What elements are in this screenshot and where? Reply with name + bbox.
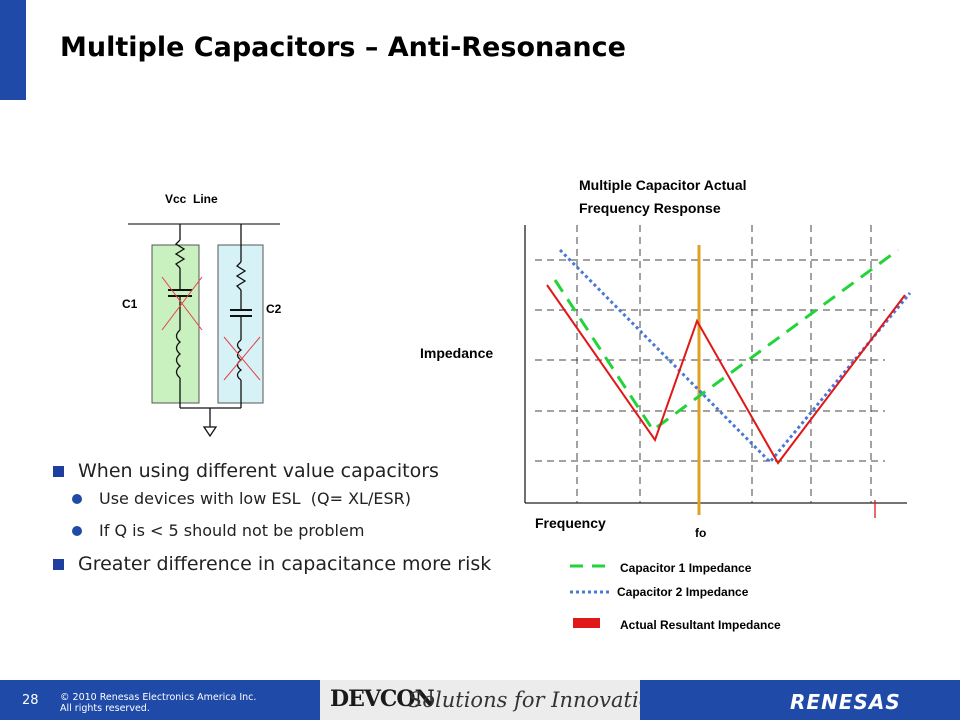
y-axis-label: Impedance (420, 345, 493, 361)
x-axis-label: Frequency (535, 515, 606, 531)
c2-label: C2 (266, 302, 282, 316)
legend-capacitor-2-label: Capacitor 2 Impedance (617, 585, 749, 599)
fo-marker-label: fo (695, 526, 706, 540)
square-bullet-icon (53, 466, 64, 477)
ground-connection (180, 407, 241, 438)
footer-brand-panel: DEVCON Solutions for Innovation (320, 680, 665, 720)
round-bullet-icon (72, 526, 82, 536)
renesas-logo: RENESAS (790, 690, 901, 714)
c1-box (151, 244, 200, 404)
bullet-level2: Use devices with low ESL (Q= XL/ESR) (50, 489, 550, 509)
bullet-level1: Greater difference in capacitance more r… (50, 553, 528, 576)
graph-title-line1: Multiple Capacitor Actual (579, 177, 747, 193)
rights-line: All rights reserved. (60, 703, 150, 714)
devcon-logo: DEVCON (330, 686, 435, 712)
graph-grid (535, 225, 885, 503)
frequency-response-graph: Multiple Capacitor Actual Frequency Resp… (420, 177, 912, 632)
slide-footer: 28 © 2010 Renesas Electronics America In… (0, 680, 960, 720)
slide-title: Multiple Capacitors – Anti-Resonance (60, 32, 626, 63)
bullet-level1: When using different value capacitors (50, 460, 550, 483)
square-bullet-icon (53, 559, 64, 570)
footer-right-panel: RENESAS (640, 680, 960, 720)
bullet-text: Use devices with low ESL (Q= XL/ESR) (99, 489, 411, 508)
bullet-list: When using different value capacitors Us… (50, 460, 550, 582)
tagline: Solutions for Innovation (408, 688, 665, 712)
bullet-text: When using different value capacitors (78, 460, 439, 482)
graph-axes (524, 225, 907, 504)
capacitor-circuit-diagram: Vcc Line C1 C2 (122, 192, 282, 438)
graph-legend: Capacitor 1 Impedance Capacitor 2 Impeda… (570, 561, 781, 632)
copyright-notice: © 2010 Renesas Electronics America Inc. … (60, 692, 256, 714)
vcc-line-label: Vcc Line (165, 192, 218, 206)
page-number: 28 (22, 693, 39, 708)
bullet-text: Greater difference in capacitance more r… (78, 553, 492, 575)
c1-cross-mark (161, 276, 203, 331)
bullet-text: If Q is < 5 should not be problem (99, 521, 365, 540)
copyright-line: © 2010 Renesas Electronics America Inc. (60, 692, 257, 703)
c1-label: C1 (122, 297, 138, 311)
capacitor-1-impedance-curve (553, 248, 899, 433)
legend-resultant-swatch (573, 618, 600, 628)
graph-title-line2: Frequency Response (579, 200, 721, 216)
footer-left-panel: 28 © 2010 Renesas Electronics America In… (0, 680, 320, 720)
title-accent-bar (0, 0, 26, 100)
capacitor-2-impedance-curve (558, 248, 912, 465)
actual-resultant-impedance-curve (546, 284, 906, 465)
c2-cross-mark (223, 336, 261, 381)
legend-capacitor-1-label: Capacitor 1 Impedance (620, 561, 752, 575)
round-bullet-icon (72, 494, 82, 504)
bullet-level2: If Q is < 5 should not be problem (50, 521, 550, 541)
legend-resultant-label: Actual Resultant Impedance (620, 618, 781, 632)
